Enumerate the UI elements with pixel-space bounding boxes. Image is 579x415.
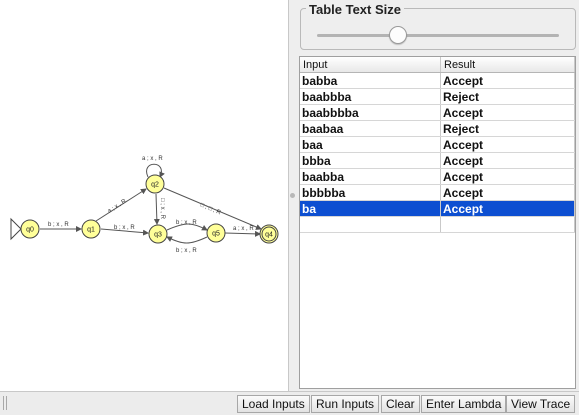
column-header-result[interactable]: Result: [440, 57, 575, 73]
clear-button[interactable]: Clear: [381, 395, 420, 413]
edge-q3-q5[interactable]: [166, 223, 208, 231]
edge-q5-q4[interactable]: [224, 230, 261, 237]
table-row[interactable]: baa Accept: [300, 136, 575, 153]
input-cell[interactable]: baabbba: [300, 88, 441, 105]
automaton-canvas[interactable]: b ; x , R a ; x , R b ; x , R a ; x , R …: [0, 0, 289, 391]
state-q0-label: q0: [26, 227, 34, 234]
edge-label-q0-q1: b ; x , R: [48, 222, 69, 228]
result-cell[interactable]: Accept: [440, 184, 575, 201]
table-row[interactable]: baabba Accept: [300, 168, 575, 185]
input-cell[interactable]: baabaa: [300, 120, 441, 137]
state-q0[interactable]: q0: [20, 219, 40, 239]
table-row-selected[interactable]: ba Accept: [300, 200, 575, 217]
result-cell[interactable]: Accept: [440, 152, 575, 169]
table-text-size-title: Table Text Size: [306, 2, 404, 17]
table-row[interactable]: baabaa Reject: [300, 120, 575, 137]
state-q2[interactable]: q2: [145, 174, 165, 194]
load-inputs-button[interactable]: Load Inputs: [237, 395, 310, 413]
input-cell[interactable]: babba: [300, 72, 441, 89]
result-cell[interactable]: Reject: [440, 88, 575, 105]
state-q3-label: q3: [154, 232, 162, 239]
input-cell[interactable]: bbba: [300, 152, 441, 169]
edge-label-q2-q4: □ ; □ , R: [199, 202, 222, 216]
input-cell[interactable]: baabbbba: [300, 104, 441, 121]
result-cell[interactable]: Accept: [440, 104, 575, 121]
divider-grip-dot: [290, 193, 295, 198]
table-row[interactable]: baabbbba Accept: [300, 104, 575, 121]
table-row[interactable]: bbba Accept: [300, 152, 575, 169]
text-size-slider-track[interactable]: [317, 34, 559, 37]
state-q1[interactable]: q1: [81, 219, 101, 239]
edge-q2-loop[interactable]: [146, 163, 165, 178]
result-cell[interactable]: Accept: [440, 72, 575, 89]
input-result-table: Input Result babba Accept baabbba Reject…: [299, 56, 576, 389]
column-header-input[interactable]: Input: [300, 57, 441, 73]
final-state-ring: [261, 226, 277, 242]
table-text-size-group: Table Text Size: [300, 2, 576, 50]
table-row[interactable]: bbbbba Accept: [300, 184, 575, 201]
state-q4[interactable]: q4: [259, 224, 279, 244]
edge-q2-q4[interactable]: [163, 187, 262, 230]
state-q1-label: q1: [87, 227, 95, 234]
edge-label-q1-q3: b ; x , R: [114, 225, 135, 231]
edge-q5-q3[interactable]: [166, 236, 208, 244]
input-cell[interactable]: ba: [300, 200, 441, 217]
edge-label-q3-q5: b ; x , R: [176, 220, 197, 226]
edge-label-q5-q4: a ; x , R: [233, 226, 254, 232]
edge-label-q5-q3: b ; x , R: [176, 248, 197, 254]
edge-q1-q3[interactable]: [100, 228, 149, 236]
result-cell[interactable]: Accept: [440, 200, 575, 217]
result-cell[interactable]: Accept: [440, 136, 575, 153]
initial-state-marker: [10, 217, 22, 241]
input-table-panel: Table Text Size Input Result babba Accep…: [296, 0, 579, 391]
view-trace-button[interactable]: View Trace: [506, 395, 576, 413]
result-cell[interactable]: Accept: [440, 168, 575, 185]
enter-lambda-button[interactable]: Enter Lambda: [421, 395, 507, 413]
input-cell[interactable]: baa: [300, 136, 441, 153]
result-cell[interactable]: Reject: [440, 120, 575, 137]
table-row[interactable]: babba Accept: [300, 72, 575, 89]
result-cell[interactable]: [440, 216, 575, 233]
toolbar-grip[interactable]: [6, 396, 7, 410]
edge-q2-q3[interactable]: [153, 193, 160, 225]
run-inputs-button[interactable]: Run Inputs: [311, 395, 380, 413]
input-cell[interactable]: bbbbba: [300, 184, 441, 201]
toolbar-grip[interactable]: [3, 396, 4, 410]
edge-q1-q2[interactable]: [95, 188, 147, 222]
edge-label-q1-q2: a ; x , R: [107, 198, 128, 215]
table-row-empty[interactable]: [300, 216, 575, 233]
edge-label-q2-q3: □ ; x , R: [159, 198, 165, 220]
state-q5-label: q5: [212, 231, 220, 238]
input-cell[interactable]: [300, 216, 441, 233]
table-row[interactable]: baabbba Reject: [300, 88, 575, 105]
bottom-toolbar: Load Inputs Run Inputs Clear Enter Lambd…: [0, 391, 579, 415]
state-q4-label: q4: [265, 232, 273, 239]
automaton-diagram[interactable]: b ; x , R a ; x , R b ; x , R a ; x , R …: [0, 0, 288, 391]
input-cell[interactable]: baabba: [300, 168, 441, 185]
text-size-slider-thumb[interactable]: [388, 26, 407, 44]
state-q5[interactable]: q5: [206, 223, 226, 243]
state-q3[interactable]: q3: [148, 224, 168, 244]
state-q2-label: q2: [151, 182, 159, 189]
edge-label-q2-loop: a ; x , R: [142, 156, 163, 162]
